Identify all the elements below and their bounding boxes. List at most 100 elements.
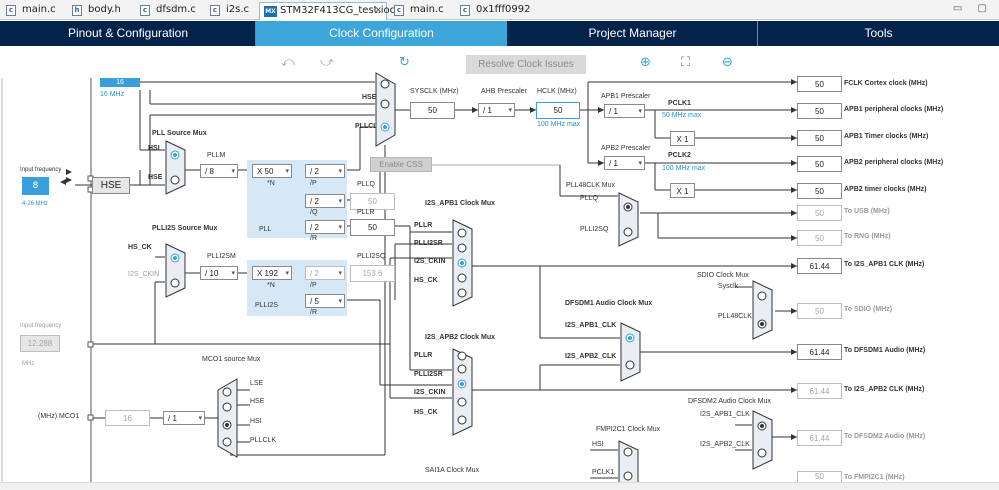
dfsdm1-output[interactable]: 61.44 xyxy=(797,344,842,360)
apb1-timer-label: APB1 Timer clocks (MHz) xyxy=(844,133,929,140)
sdio-output[interactable]: 50 xyxy=(797,303,842,319)
sysclk-value[interactable]: 50 xyxy=(410,102,455,119)
sdio-sysclk-label: Sysclk xyxy=(718,283,739,290)
mco1-label: (MHz) MCO1 xyxy=(38,413,80,420)
i2s-ckin-input[interactable]: 12.288 xyxy=(20,335,60,352)
plli2sn-select[interactable]: X 192▾ xyxy=(252,266,292,280)
fmpi2c1-clock-mux[interactable] xyxy=(618,440,640,484)
tab-pinout-configuration[interactable]: Pinout & Configuration xyxy=(67,26,189,40)
horizontal-scrollbar[interactable] xyxy=(0,482,999,490)
pll-label: PLL xyxy=(259,226,272,233)
zoom-out-icon[interactable]: ⊖ xyxy=(722,55,733,70)
i2s2-hs-ck-label: HS_CK xyxy=(414,409,438,416)
system-clock-mux[interactable] xyxy=(375,72,397,147)
chevron-down-icon: ▾ xyxy=(285,168,289,175)
pclk1-max-label: 50 MHz max xyxy=(662,112,702,119)
plli2s-label: PLLI2S xyxy=(255,302,278,309)
plln-select[interactable]: X 50▾ xyxy=(252,164,292,178)
plli2sm-label: PLLI2SM xyxy=(207,253,236,260)
dfsdm1-mux-title: DFSDM1 Audio Clock Mux xyxy=(565,300,653,307)
mco1-mux-title: MCO1 source Mux xyxy=(202,356,261,363)
fmpi2c1-hsi-label: HSI xyxy=(592,441,604,448)
rng-output[interactable]: 50 xyxy=(797,230,842,246)
i2s-apb1-clock-mux[interactable] xyxy=(452,219,474,307)
pllm-select[interactable]: / 8▾ xyxy=(200,164,238,178)
apb2-timer-multiplier: X 1 xyxy=(670,183,695,198)
chevron-down-icon: ▾ xyxy=(338,224,342,231)
apb1-peripheral-output[interactable]: 50 xyxy=(797,103,842,119)
hsi-rc-value: 16 xyxy=(100,78,140,87)
dfsdm2-clock-mux[interactable] xyxy=(752,410,774,470)
i2s-ckin-input-frequency-label: Input frequency xyxy=(20,323,62,329)
mhz-label: MHz xyxy=(22,361,35,367)
chevron-down-icon: ▾ xyxy=(338,298,342,305)
apb1-peripheral-label: APB1 peripheral clocks (MHz) xyxy=(844,106,944,113)
i2s-apb2-output[interactable]: 61.44 xyxy=(797,383,842,399)
hclk-input[interactable]: 50 xyxy=(536,102,580,119)
apb1-prescaler-label: APB1 Prescaler xyxy=(601,93,651,100)
sdio-clock-mux[interactable] xyxy=(752,280,774,340)
apb2-prescaler-label: APB2 Prescaler xyxy=(601,145,651,152)
plli2sr-label: /R xyxy=(310,309,317,316)
pll48-pllq-label: PLLQ xyxy=(580,195,598,202)
minimize-maximize-icons[interactable]: ▭ ▢ xyxy=(952,3,993,14)
dfsdm2-apb1-label: I2S_APB1_CLK xyxy=(700,411,750,418)
hse-frequency-input[interactable]: 8 xyxy=(22,177,49,195)
pllm-label: PLLM xyxy=(207,152,226,159)
zoom-in-icon[interactable]: ⊕ xyxy=(640,55,651,70)
mco1-source-mux[interactable] xyxy=(217,378,239,458)
undo-icon[interactable]: ⤺ xyxy=(281,55,295,70)
redo-icon[interactable]: ⤻ xyxy=(320,55,334,70)
tab-tools[interactable]: Tools xyxy=(864,26,893,40)
tab-clock-configuration[interactable]: Clock Configuration xyxy=(256,21,507,46)
close-icon[interactable]: ✕ xyxy=(374,6,382,16)
pllq-select[interactable]: / 2▾ xyxy=(305,194,345,208)
usb-output[interactable]: 50 xyxy=(797,205,842,221)
pllp-select[interactable]: / 2▾ xyxy=(305,164,345,178)
fclk-output[interactable]: 50 xyxy=(797,76,842,92)
i2s-apb1-output[interactable]: 61.44 xyxy=(797,258,842,274)
plli2sm-select[interactable]: / 10▾ xyxy=(200,266,238,280)
plli2s-mux-hs-ck-label: HS_CK xyxy=(128,244,152,251)
pll48clk-mux[interactable] xyxy=(618,192,640,247)
i2s-apb2-clock-mux[interactable] xyxy=(452,348,474,436)
usb-label: To USB (MHz) xyxy=(844,208,890,215)
chevron-down-icon: ▾ xyxy=(231,270,235,277)
resolve-clock-issues-button[interactable]: Resolve Clock Issues xyxy=(466,55,586,74)
mco1-divider-select[interactable]: / 1▾ xyxy=(163,411,205,425)
hse-oscillator[interactable]: HSE xyxy=(92,177,130,194)
chevron-down-icon: ▾ xyxy=(338,168,342,175)
i2s-apb2-clk-label: To I2S_APB2 CLK (MHz) xyxy=(844,386,925,393)
mco1-lse-label: LSE xyxy=(250,380,264,387)
fit-screen-icon[interactable]: ⛶ xyxy=(681,55,691,70)
apb1-timer-output[interactable]: 50 xyxy=(797,130,842,146)
apb2-timer-output[interactable]: 50 xyxy=(797,183,842,199)
enable-css-button[interactable]: Enable CSS xyxy=(370,157,432,172)
clock-toolbar: ⤺ ⤻ ↻ ⊕ ⛶ ⊖ xyxy=(0,49,999,77)
dfsdm2-mux-title: DFSDM2 Audio Clock Mux xyxy=(688,398,771,405)
pll-source-mux[interactable] xyxy=(165,140,187,195)
plli2s-source-mux[interactable] xyxy=(165,243,187,298)
ahb-prescaler-select[interactable]: / 1▾ xyxy=(478,103,515,117)
tab-project-manager[interactable]: Project Manager xyxy=(588,26,677,40)
refresh-icon[interactable]: ↻ xyxy=(399,55,410,70)
apb1-prescaler-select[interactable]: / 1▾ xyxy=(604,104,645,118)
sai1a-mux-title: SAI1A Clock Mux xyxy=(425,467,480,474)
mco1-output[interactable]: 16 xyxy=(105,410,150,426)
apb2-prescaler-select[interactable]: / 1▾ xyxy=(604,156,645,170)
dfsdm2-output[interactable]: 61.44 xyxy=(797,430,842,446)
pllq-output: 50 xyxy=(350,193,395,210)
plli2sp-select[interactable]: / 2▾ xyxy=(305,266,345,280)
pllr-select[interactable]: / 2▾ xyxy=(305,220,345,234)
apb2-peripheral-output[interactable]: 50 xyxy=(797,156,842,172)
c-file-icon: c xyxy=(140,5,150,16)
plli2sr-select[interactable]: / 5▾ xyxy=(305,294,345,308)
dfsdm1-clock-mux[interactable] xyxy=(620,322,642,382)
